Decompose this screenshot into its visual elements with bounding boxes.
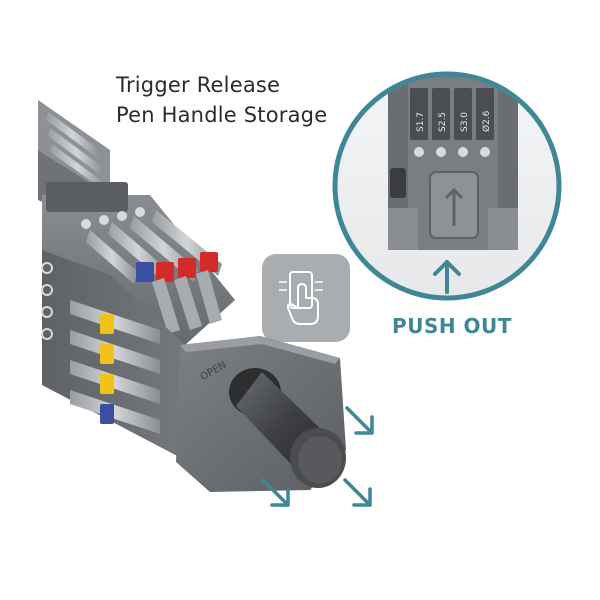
arrow-icon: [343, 478, 372, 507]
push-out-label: PUSH OUT: [392, 314, 512, 338]
bit-collar-yellow: [100, 374, 114, 394]
hand-touch-icon: [262, 254, 350, 342]
hex-shaft: [229, 368, 346, 488]
caption-line-1: Trigger Release: [116, 73, 281, 97]
bit-collar-yellow: [100, 314, 114, 334]
inset-detail: S1.7 S2.5 S3.0 Ø2.6: [332, 71, 562, 301]
back-tray-bits: [46, 112, 106, 190]
bit-collar-red: [156, 262, 174, 282]
caption: Trigger Release Pen Handle Storage: [116, 70, 327, 130]
arrow-icon: [345, 406, 374, 435]
screwdriver-body: OPEN: [38, 100, 346, 492]
arrow-icon: [261, 478, 290, 507]
side-bits: [70, 300, 160, 434]
top-bits: [86, 210, 222, 334]
bit-collar-blue: [100, 404, 114, 424]
arrow-icon: [433, 260, 461, 294]
bit-collar-red: [200, 252, 218, 272]
bit-collar-blue: [136, 262, 154, 282]
caption-line-2: Pen Handle Storage: [116, 103, 328, 127]
arrow-icon-group: [261, 406, 374, 507]
bit-label: S2.5: [438, 112, 448, 132]
bit-label: S3.0: [460, 112, 470, 132]
bit-collar-red: [178, 258, 196, 278]
bit-label: Ø2.6: [481, 110, 492, 132]
bit-collar-yellow: [100, 344, 114, 364]
bit-label: S1.7: [416, 112, 426, 132]
